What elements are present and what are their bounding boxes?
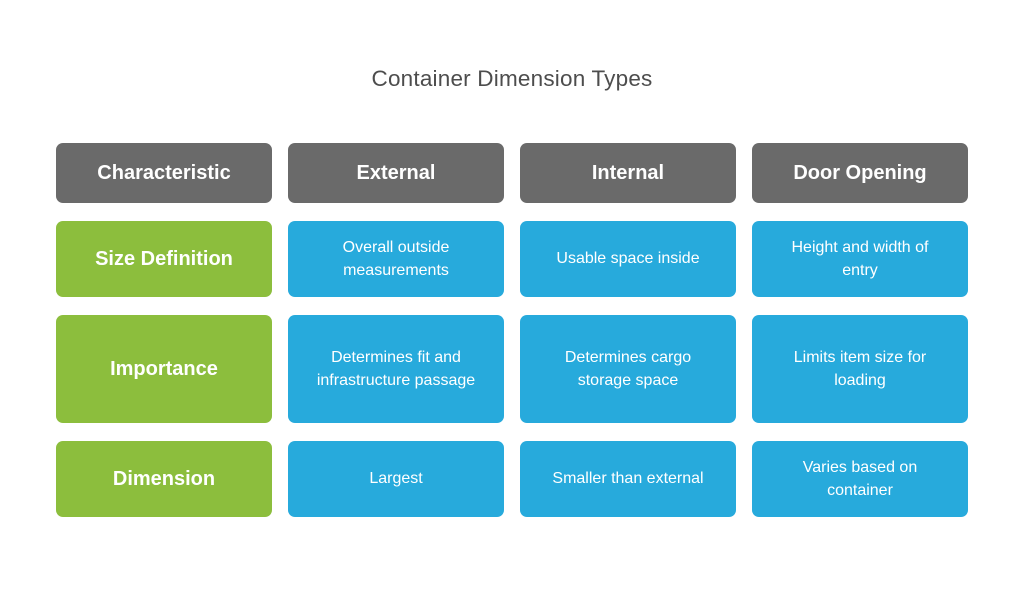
- cell-dimension-internal: Smaller than external: [520, 441, 736, 517]
- cell-importance-external: Determines fit and infrastructure passag…: [288, 315, 504, 423]
- cell-importance-door-opening: Limits item size for loading: [752, 315, 968, 423]
- header-cell-internal: Internal: [520, 143, 736, 203]
- cell-importance-internal: Determines cargo storage space: [520, 315, 736, 423]
- dimension-table: Characteristic External Internal Door Op…: [56, 143, 968, 517]
- cell-size-definition-door-opening: Height and width of entry: [752, 221, 968, 297]
- header-cell-door-opening: Door Opening: [752, 143, 968, 203]
- cell-size-definition-internal: Usable space inside: [520, 221, 736, 297]
- cell-dimension-external: Largest: [288, 441, 504, 517]
- row-label-importance: Importance: [56, 315, 272, 423]
- page-title: Container Dimension Types: [371, 66, 653, 91]
- cell-dimension-door-opening: Varies based on container: [752, 441, 968, 517]
- row-label-size-definition: Size Definition: [56, 221, 272, 297]
- header-cell-external: External: [288, 143, 504, 203]
- row-label-dimension: Dimension: [56, 441, 272, 517]
- cell-size-definition-external: Overall outside measurements: [288, 221, 504, 297]
- header-cell-characteristic: Characteristic: [56, 143, 272, 203]
